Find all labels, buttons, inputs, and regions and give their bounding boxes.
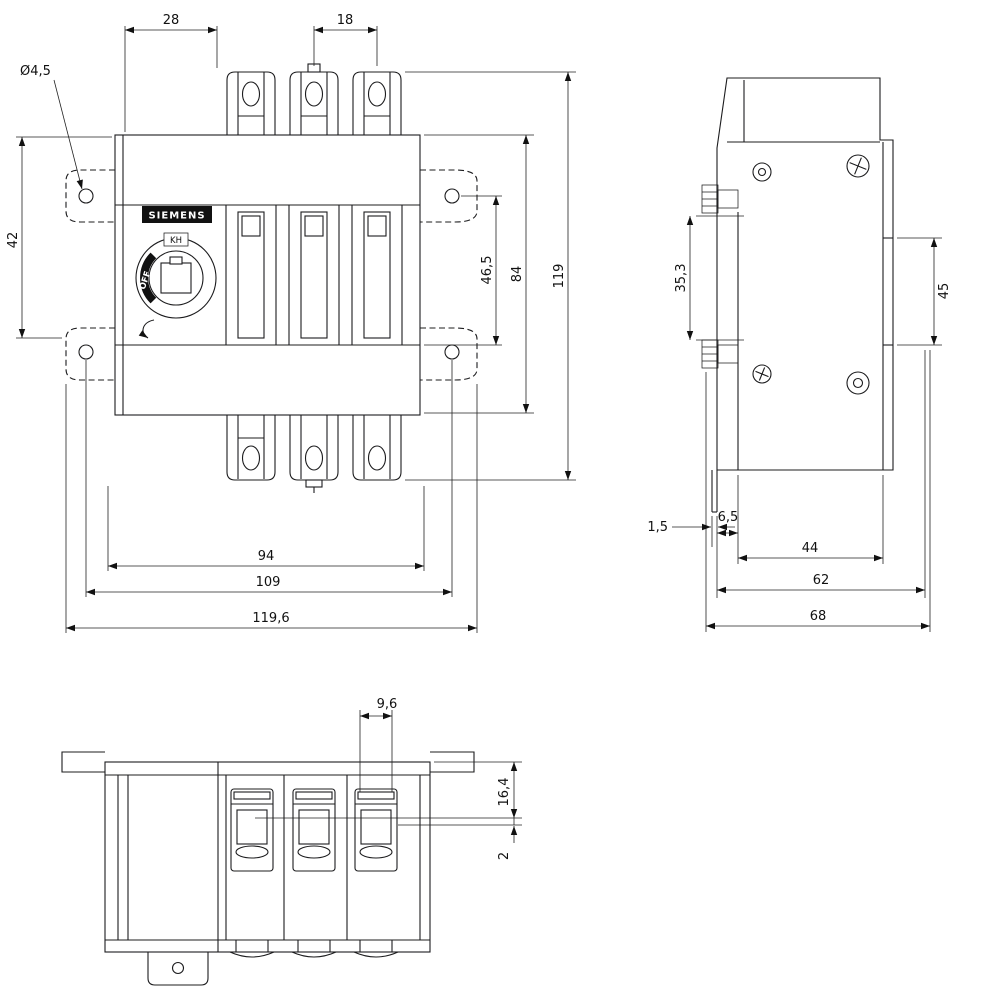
- brand-plate: [142, 206, 212, 223]
- screw-plain-bottom: [846, 371, 870, 395]
- dim-label-1-5: 1,5: [647, 520, 668, 535]
- screw-plain-top: [752, 162, 772, 182]
- din-clip-top: [701, 184, 739, 214]
- side-body-outline: [716, 77, 894, 471]
- dim-label-46-5: 46,5: [480, 256, 495, 285]
- handle-off-arc: [140, 252, 157, 304]
- dim-label-119-6: 119,6: [252, 611, 289, 626]
- dim-label-68: 68: [810, 609, 827, 624]
- dim-label-18: 18: [337, 13, 354, 28]
- handle-shaft-notch: [169, 256, 183, 265]
- bottom-tab-left: [61, 751, 105, 773]
- front-body: [114, 134, 421, 416]
- bottom-terminals: [230, 788, 398, 872]
- handle-inner-ring: [148, 250, 204, 306]
- bottom-body-outline: [104, 761, 431, 953]
- bottom-din-foot: [147, 952, 209, 986]
- dim-label-9-6: 9,6: [377, 697, 398, 712]
- front-pole-windows: [225, 205, 403, 345]
- dim-label-84: 84: [510, 266, 525, 283]
- foot-hole: [171, 961, 185, 975]
- terminal-screw: [241, 445, 261, 471]
- dim-label-28: 28: [163, 13, 180, 28]
- handle-code-label: KH: [170, 236, 182, 246]
- side-view: [701, 77, 894, 513]
- brand-label: SIEMENS: [148, 211, 205, 222]
- dim-label-119: 119: [552, 264, 567, 289]
- bottom-dimensions: 9,6 16,4 2: [255, 697, 522, 860]
- side-body: [711, 77, 894, 513]
- front-body-outline: [114, 134, 421, 416]
- terminal-screw: [367, 445, 387, 471]
- din-clip-bottom: [701, 339, 739, 369]
- mounting-hole: [78, 188, 94, 204]
- handle-shaft-square: [160, 262, 192, 294]
- mounting-tab-top-left: [65, 169, 115, 223]
- dim-label-6-5: 6,5: [718, 510, 739, 525]
- mounting-hole: [444, 188, 460, 204]
- rotary-handle: OFF KH: [135, 232, 217, 339]
- front-bottom-terminals: [226, 415, 402, 493]
- terminal-screw: [367, 81, 387, 107]
- front-dimensions: 28 18 Ø4,5 42 46,5 84 119 94: [6, 13, 576, 633]
- dim-label-45: 45: [937, 283, 952, 300]
- bottom-body: [61, 751, 475, 958]
- dim-label-2: 2: [497, 852, 512, 860]
- dim-label-94: 94: [258, 549, 275, 564]
- mounting-tab-bottom-left: [65, 327, 115, 381]
- terminal-screw: [304, 445, 324, 471]
- handle-code-box: [163, 232, 189, 247]
- bottom-view: [61, 751, 475, 986]
- dim-label-35-3: 35,3: [674, 264, 689, 293]
- front-top-terminals: [226, 63, 402, 135]
- terminal-screw: [304, 81, 324, 107]
- mounting-hole: [444, 344, 460, 360]
- padlock-hook-icon: [138, 319, 155, 339]
- dim-label-hole-dia: Ø4,5: [20, 64, 51, 79]
- side-dimensions: 35,3 45 1,5 6,5 44 62 68: [647, 215, 952, 632]
- front-view: OFF KH SIEMENS: [65, 63, 478, 493]
- dim-label-62: 62: [813, 573, 830, 588]
- dim-label-44: 44: [802, 541, 819, 556]
- dim-label-42: 42: [6, 232, 21, 249]
- screw-phillips-top: [846, 154, 870, 178]
- mounting-tabs: [65, 169, 478, 381]
- dim-label-109: 109: [256, 575, 281, 590]
- dim-label-16-4: 16,4: [497, 778, 512, 807]
- screw-phillips-bottom: [752, 364, 772, 384]
- terminal-screw: [241, 81, 261, 107]
- siemens-label: SIEMENS: [142, 206, 212, 223]
- mounting-tab-bottom-right: [420, 327, 478, 381]
- mounting-hole: [78, 344, 94, 360]
